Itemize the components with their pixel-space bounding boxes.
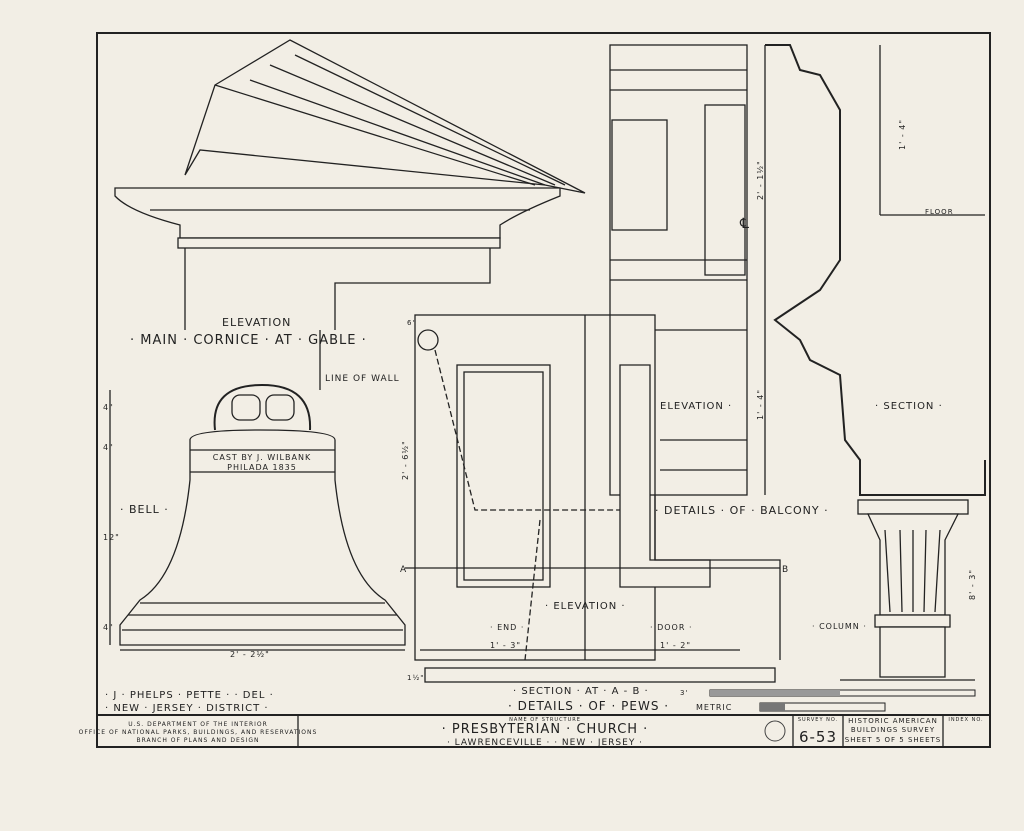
survey-number: 6-53 <box>799 728 837 746</box>
pews-section-label: · SECTION · AT · A - B · <box>513 686 649 697</box>
bell-inscription-1: CAST BY J. WILBANK <box>213 453 311 462</box>
survey-label: SURVEY NO. <box>798 717 838 723</box>
agency-line2: OFFICE OF NATIONAL PARKS, BUILDINGS, AND… <box>79 729 318 736</box>
centerline-mark: ℄ <box>739 216 750 232</box>
cornice-subtitle: ELEVATION <box>222 316 291 329</box>
point-a: A <box>400 565 407 575</box>
column-drawing: · COLUMN · 8' - 3" <box>812 499 977 681</box>
balcony-title: · DETAILS · OF · BALCONY · <box>655 504 829 517</box>
sheet-count: SHEET 5 OF 5 SHEETS <box>845 736 941 744</box>
delineator-line2: · NEW · JERSEY · DISTRICT · <box>105 703 269 714</box>
column-dim: 8' - 3" <box>968 569 977 600</box>
pew-door-label: · DOOR · <box>650 623 692 632</box>
balcony-drawing: FLOOR ℄ ELEVATION · · SECTION · · DETAIL… <box>609 44 986 517</box>
bell-dim: 4" <box>103 443 114 452</box>
bell-label: · BELL · <box>120 503 169 516</box>
cornice-drawing: ELEVATION · MAIN · CORNICE · AT · GABLE … <box>114 39 586 390</box>
column-label: · COLUMN · <box>812 622 867 631</box>
pew-end-label: · END · <box>490 623 524 632</box>
balcony-section-label: · SECTION · <box>875 401 943 412</box>
habs-line2: BUILDINGS SURVEY <box>851 726 935 734</box>
pew-dim: 1' - 2" <box>660 641 691 650</box>
agency-line3: BRANCH OF PLANS AND DESIGN <box>137 737 260 744</box>
scale-metric: METRIC <box>696 703 732 712</box>
index-label: INDEX NO. <box>948 717 983 723</box>
pews-elevation-label: · ELEVATION · <box>545 601 626 612</box>
bell-dim: 4" <box>103 623 114 632</box>
bell-width-dim: 2' - 2½" <box>230 650 270 659</box>
scale-bars: 3' METRIC <box>680 689 976 712</box>
bell-inscription-2: PHILADA 1835 <box>227 463 297 472</box>
agency-line1: U.S. DEPARTMENT OF THE INTERIOR <box>128 721 268 728</box>
structure-name: · PRESBYTERIAN · CHURCH · <box>442 722 649 737</box>
structure-location: · LAWRENCEVILLE · · NEW · JERSEY · <box>447 738 643 748</box>
balcony-dim: 1' - 4" <box>898 119 907 150</box>
balcony-dim: 1' - 4" <box>756 389 765 420</box>
sheet-border <box>96 32 991 748</box>
cornice-title: · MAIN · CORNICE · AT · GABLE · <box>130 333 367 348</box>
pew-dim: 1½" <box>407 674 424 682</box>
pews-title: · DETAILS · OF · PEWS · <box>508 699 669 713</box>
bell-dim: 12" <box>103 533 120 542</box>
name-of-structure-label: NAME OF STRUCTURE <box>509 717 581 723</box>
title-block: U.S. DEPARTMENT OF THE INTERIOR OFFICE O… <box>79 714 990 748</box>
pew-dim: 1' - 3" <box>490 641 521 650</box>
pew-dim: 6" <box>407 319 417 327</box>
balcony-elevation-label: ELEVATION · <box>660 401 732 412</box>
balcony-dim: 2' - 1½" <box>756 160 765 200</box>
line-of-wall-label: LINE OF WALL <box>325 374 400 384</box>
pews-drawing: A B · ELEVATION · · END · · DOOR · 1' - … <box>400 314 789 713</box>
point-b: B <box>782 565 789 575</box>
nps-seal-icon <box>764 720 786 742</box>
bell-dim: 4" <box>103 403 114 412</box>
habs-line1: HISTORIC AMERICAN <box>848 717 938 725</box>
floor-label: FLOOR <box>925 208 954 216</box>
delineator-line1: · J · PHELPS · PETTE · · DEL · <box>105 690 274 701</box>
pew-dim: 2' - 6½" <box>401 440 410 480</box>
bell-drawing: CAST BY J. WILBANK PHILADA 1835 · BELL ·… <box>103 383 406 659</box>
scale-feet: 3' <box>680 689 688 697</box>
